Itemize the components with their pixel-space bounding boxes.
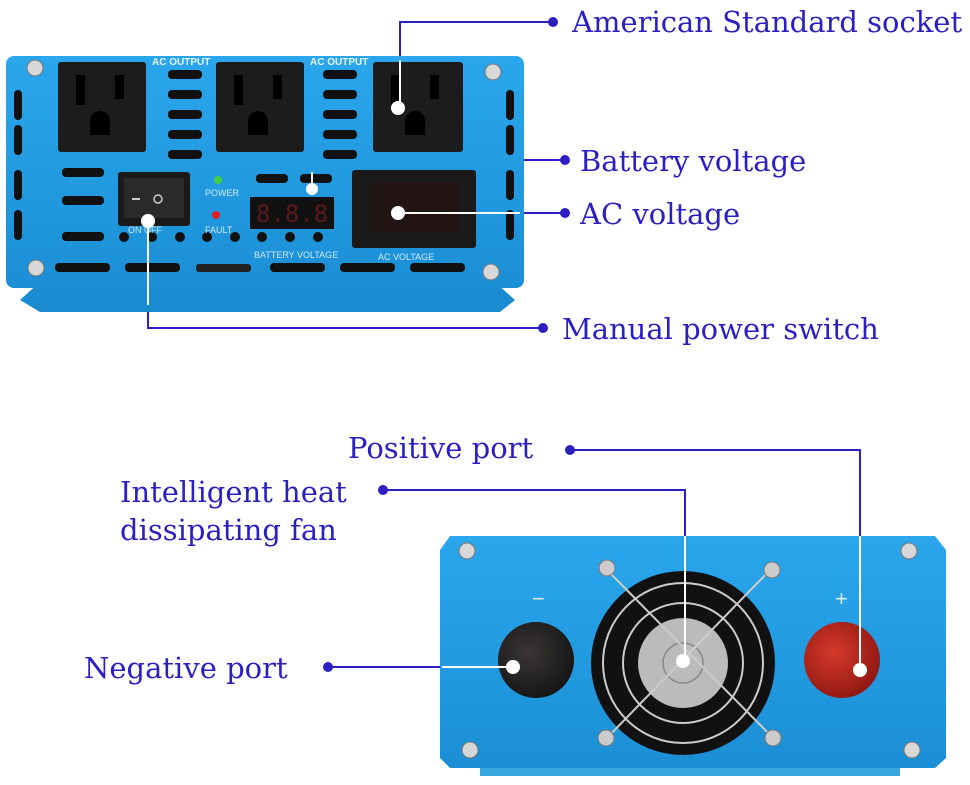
negative-sign: − <box>532 586 545 611</box>
ac-socket <box>216 62 304 152</box>
ac-socket <box>373 62 463 152</box>
on-off-label: ON OFF <box>128 225 162 235</box>
callout-fan-line1: Intelligent heat <box>120 475 347 509</box>
ac-voltage-display <box>352 170 476 248</box>
positive-sign: + <box>835 586 848 611</box>
ac-output-label: AC OUTPUT <box>152 57 210 68</box>
callout-fan-line2: dissipating fan <box>120 513 337 547</box>
fault-led <box>212 211 220 219</box>
callout-battery-voltage: Battery voltage <box>580 144 806 178</box>
ac-voltage-label: AC VOLTAGE <box>378 252 434 262</box>
vent-slots <box>14 70 514 272</box>
callout-american-standard-socket: American Standard socket <box>571 5 962 39</box>
ac-socket <box>58 62 146 152</box>
positive-terminal <box>804 622 880 698</box>
power-switch[interactable] <box>118 172 190 226</box>
screws <box>458 542 921 759</box>
fault-label: FAULT <box>205 225 233 235</box>
ac-output-label: AC OUTPUT <box>310 57 368 68</box>
fuse-holder <box>196 264 251 272</box>
inverter-rear-panel: − + <box>440 536 946 776</box>
power-label: POWER <box>205 188 240 198</box>
inverter-front-panel: AC OUTPUT AC OUTPUT ON OFF POWER FAULT 8… <box>6 56 524 312</box>
svg-text:8.8.8: 8.8.8 <box>256 200 328 228</box>
battery-voltage-display: 8.8.8 <box>250 197 334 229</box>
power-led <box>214 176 222 184</box>
callout-ac-voltage: AC voltage <box>579 197 740 231</box>
negative-terminal <box>498 622 574 698</box>
callout-positive-port: Positive port <box>348 431 534 465</box>
battery-voltage-label: BATTERY VOLTAGE <box>254 250 338 260</box>
callout-manual-power-switch: Manual power switch <box>562 312 879 346</box>
screws <box>26 59 502 281</box>
callout-negative-port: Negative port <box>84 651 288 685</box>
